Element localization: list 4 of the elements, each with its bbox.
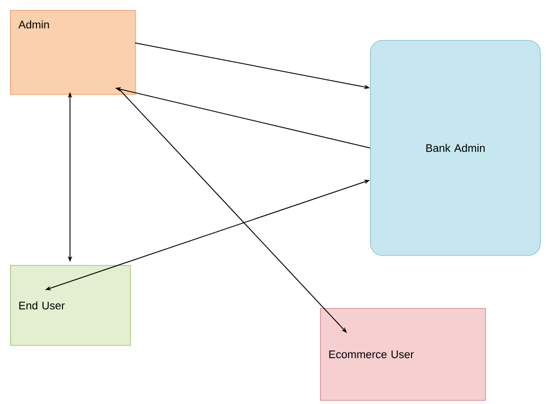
process-box: End User — [10, 265, 131, 346]
process-box: Admin — [10, 10, 136, 95]
process-box: Bank Admin — [370, 40, 541, 256]
process-box: Ecommerce User — [320, 308, 486, 401]
